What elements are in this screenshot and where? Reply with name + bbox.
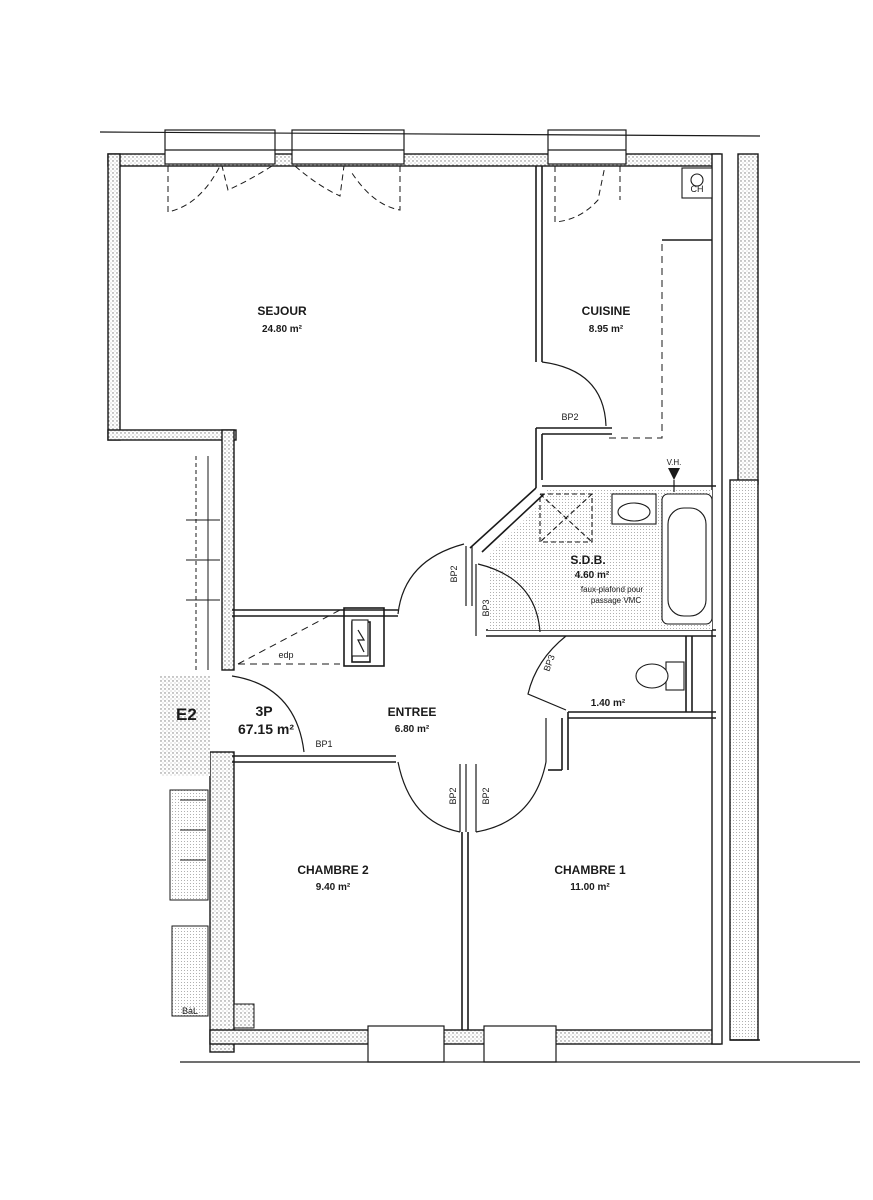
room-name-entree: ENTREE: [388, 705, 437, 719]
room-area-chambre1: 11.00 m²: [570, 882, 610, 893]
label-door-bp2-sdb: BP2: [449, 565, 459, 582]
room-area-chambre2: 9.40 m²: [316, 882, 351, 893]
door-bp2-cuisine: [541, 361, 607, 427]
door-bp2-sdb: [397, 543, 465, 615]
wall-left-lower: [209, 751, 235, 1053]
door-bp3-wc: [527, 635, 567, 711]
window-sejour-left: [164, 129, 276, 165]
room-name-chambre1: CHAMBRE 1: [554, 863, 626, 877]
apartment-total-area: 67.15 m²: [238, 721, 294, 737]
label-door-bp1-entree: BP1: [315, 739, 332, 749]
window-sejour-right: [291, 129, 405, 165]
sdb-note-line2: passage VMC: [591, 596, 641, 605]
window-chambre2: [367, 1025, 445, 1063]
electric-panel-icon: [357, 629, 366, 653]
room-area-sejour: 24.80 m²: [262, 324, 303, 335]
label-door-bp2-cuisine: BP2: [561, 412, 578, 422]
room-name-sejour: SEJOUR: [257, 304, 307, 318]
landing-hatch: [160, 676, 210, 776]
vh-marker: [668, 468, 680, 480]
room-area-sdb: 4.60 m²: [575, 570, 610, 581]
door-bp1-entree: [231, 675, 305, 753]
room-area-wc: 1.40 m²: [591, 698, 626, 709]
door-bp2-chambre2: [397, 761, 461, 833]
wall-sejour-bottom: [107, 429, 237, 441]
apartment-type: 3P: [255, 703, 272, 719]
label-door-bp2-chambre1: BP2: [481, 787, 491, 804]
window-chambre1: [483, 1025, 557, 1063]
shower-tray: [539, 493, 593, 543]
door-bp2-chambre1: [475, 761, 547, 833]
door-bp3-sdb: [477, 563, 541, 633]
cupboard: [343, 607, 385, 667]
room-name-sdb: S.D.B.: [570, 553, 605, 567]
label-door-bp3-sdb: BP3: [481, 599, 491, 616]
margin-text-bal: BàL: [182, 1006, 198, 1016]
label-door-bp3-wc: BP3: [542, 653, 557, 672]
sdb-floor: [488, 490, 712, 630]
label-boiler: CH: [691, 184, 704, 194]
room-name-chambre2: CHAMBRE 2: [297, 863, 369, 877]
room-area-cuisine: 8.95 m²: [589, 324, 624, 335]
label-vh: V.H.: [667, 458, 682, 467]
label-door-bp2-chambre2: BP2: [448, 787, 458, 804]
neighbour-wall-lower: [729, 479, 759, 1041]
room-area-entree: 6.80 m²: [395, 724, 430, 735]
apartment-code: E2: [176, 705, 197, 724]
room-name-cuisine: CUISINE: [582, 304, 631, 318]
wall-left-middle: [221, 429, 235, 671]
label-edp: edp: [278, 650, 293, 660]
sdb-note-line1: faux-plafond pour: [581, 585, 644, 594]
